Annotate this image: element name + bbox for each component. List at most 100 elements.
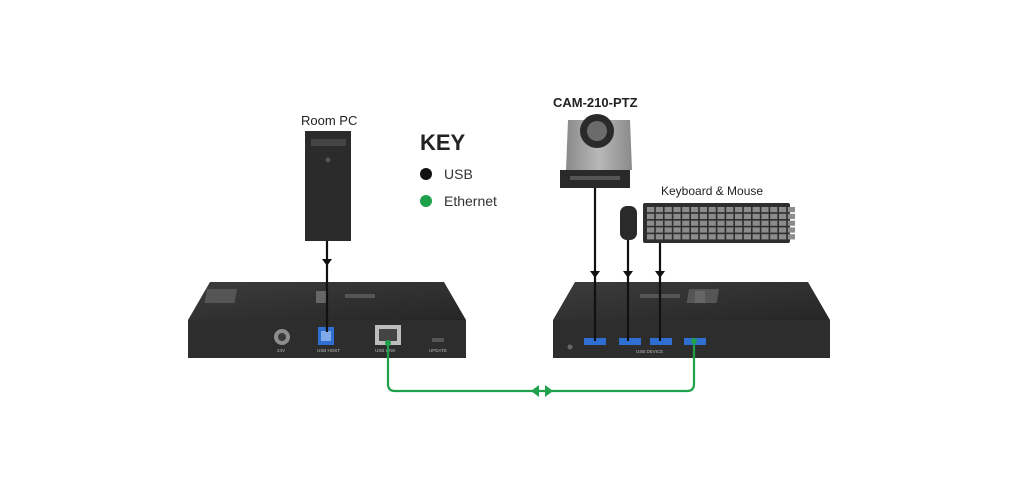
camera-label: CAM-210-PTZ — [553, 95, 638, 110]
key-label-usb: USB — [444, 166, 473, 182]
keyboard-key — [691, 207, 699, 213]
keyboard-key — [735, 213, 743, 219]
key-item-ethernet: Ethernet — [420, 193, 497, 209]
keyboard-key — [726, 207, 734, 213]
keyboard-key — [708, 220, 716, 226]
usb-connections — [325, 188, 662, 341]
device-extender: USB DEVICE — [553, 282, 830, 358]
keyboard-key — [691, 234, 699, 240]
keyboard-key — [699, 220, 707, 226]
keyboard-key — [761, 220, 769, 226]
port-label-update: UPDATE — [429, 348, 447, 353]
keyboard-key — [717, 207, 725, 213]
keyboard-key — [708, 213, 716, 219]
keyboard-key — [735, 227, 743, 233]
usb-arrowheads — [322, 259, 665, 278]
keyboard-key — [779, 227, 787, 233]
keyboard-key — [761, 213, 769, 219]
key-item-usb: USB — [420, 166, 473, 182]
ethernet-connection — [385, 338, 697, 397]
keyboard-key — [743, 227, 751, 233]
keyboard-key — [770, 227, 778, 233]
keyboard-key — [655, 207, 663, 213]
keyboard-key — [673, 220, 681, 226]
keyboard-key — [647, 227, 655, 233]
keyboard-key — [726, 227, 734, 233]
keyboard-key — [752, 213, 760, 219]
keyboard-key — [664, 234, 672, 240]
ethernet-dot-icon — [420, 195, 432, 207]
keyboard-key — [779, 234, 787, 240]
keyboard-key — [682, 213, 690, 219]
keyboard-key — [787, 207, 795, 213]
keyboard — [643, 203, 795, 243]
keyboard-key — [787, 213, 795, 219]
room-pc-label: Room PC — [301, 113, 358, 128]
keyboard-key — [752, 220, 760, 226]
keyboard-key — [743, 234, 751, 240]
keyboard-key — [708, 234, 716, 240]
keyboard-key — [699, 213, 707, 219]
keyboard-key — [717, 220, 725, 226]
keyboard-key — [752, 207, 760, 213]
keyboard-key — [761, 234, 769, 240]
keyboard-key — [779, 220, 787, 226]
keyboard-key — [699, 234, 707, 240]
keyboard-key — [682, 227, 690, 233]
keyboard-key — [647, 213, 655, 219]
keyboard-key — [691, 213, 699, 219]
keyboard-key — [770, 213, 778, 219]
keyboard-key — [717, 213, 725, 219]
keyboard-key — [682, 220, 690, 226]
keyboard-key — [779, 213, 787, 219]
keyboard-key — [708, 207, 716, 213]
keyboard-key — [735, 207, 743, 213]
keyboard-key — [655, 220, 663, 226]
key-label-ethernet: Ethernet — [444, 193, 497, 209]
keyboard-key — [682, 207, 690, 213]
keyboard-key — [735, 220, 743, 226]
keyboard-key — [655, 227, 663, 233]
keyboard-key — [770, 234, 778, 240]
ethernet-arrow-left — [531, 385, 539, 397]
keyboard-key — [664, 207, 672, 213]
mouse — [620, 206, 637, 240]
keyboard-key — [647, 234, 655, 240]
keyboard-mouse-label: Keyboard & Mouse — [661, 184, 764, 198]
keyboard-key — [743, 220, 751, 226]
keyboard-key — [699, 227, 707, 233]
keyboard-key — [717, 234, 725, 240]
keyboard-key — [752, 234, 760, 240]
port-label-usb-link: USB LINK — [375, 348, 396, 353]
port-label-usb-host: USB HOST — [317, 348, 340, 353]
keyboard-key — [691, 220, 699, 226]
keyboard-key — [779, 207, 787, 213]
keyboard-key — [761, 227, 769, 233]
keyboard-key — [787, 220, 795, 226]
keyboard-key — [726, 220, 734, 226]
keyboard-key — [726, 234, 734, 240]
keyboard-key — [647, 220, 655, 226]
keyboard-key — [673, 213, 681, 219]
port-label-power: 24V — [277, 348, 285, 353]
port-label-usb-device: USB DEVICE — [636, 349, 663, 354]
keyboard-key — [752, 227, 760, 233]
keyboard-key — [673, 227, 681, 233]
usb-dot-icon — [420, 168, 432, 180]
keyboard-key — [647, 207, 655, 213]
keyboard-key — [655, 234, 663, 240]
keyboard-key — [673, 234, 681, 240]
keyboard-key — [743, 213, 751, 219]
keyboard-key — [673, 207, 681, 213]
keyboard-key — [787, 234, 795, 240]
keyboard-key — [664, 213, 672, 219]
keyboard-key — [655, 213, 663, 219]
ethernet-arrow-right — [545, 385, 553, 397]
keyboard-key — [761, 207, 769, 213]
keyboard-key — [743, 207, 751, 213]
key-title: KEY — [420, 130, 466, 155]
ptz-camera — [560, 114, 632, 188]
keyboard-key — [770, 207, 778, 213]
keyboard-key — [726, 213, 734, 219]
